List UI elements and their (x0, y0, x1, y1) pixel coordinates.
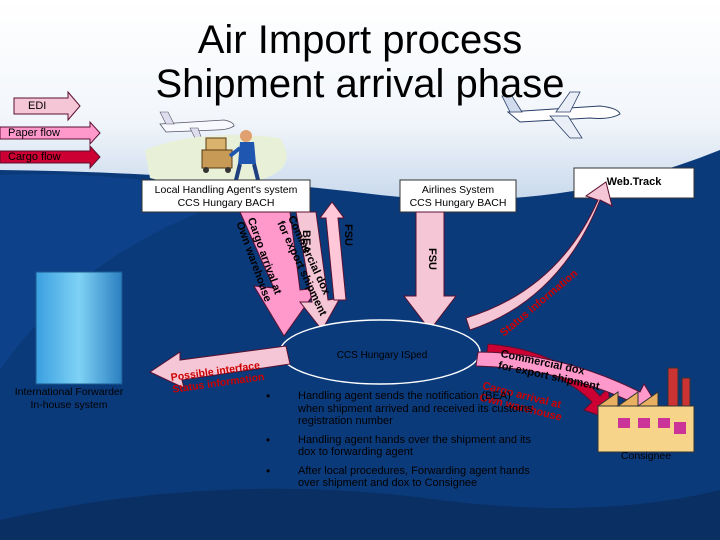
airlines-system: Airlines System CCS Hungary BACH (400, 184, 516, 210)
process-bullet-list: • Handling agent sends the notification … (266, 390, 536, 496)
factory-icon (596, 367, 695, 453)
legend-arrow-edi (13, 90, 81, 122)
consignee-label: Consignee (620, 450, 672, 462)
forwarder-system: International Forwarder In-house system (6, 386, 132, 412)
forwarder-line-2: In-house system (30, 399, 108, 411)
webtrack-label: Web.Track (606, 176, 662, 188)
list-item: • After local procedures, Forwarding age… (266, 463, 536, 490)
list-item: • Handling agent hands over the shipment… (266, 432, 536, 459)
forwarder-line-1: International Forwarder (14, 386, 124, 398)
page-title: Air Import process Shipment arrival phas… (140, 18, 580, 106)
bullet-icon: • (266, 389, 271, 403)
isped-label: CCS Hungary ISped (336, 350, 428, 361)
legend-paper-label: Paper flow (8, 127, 60, 139)
legend-arrow-cargo (0, 144, 101, 170)
airplane-icon (501, 91, 621, 139)
fsu-right-label: FSU (426, 248, 438, 270)
title-line-2: Shipment arrival phase (155, 62, 565, 106)
list-item: • Handling agent sends the notification … (266, 390, 536, 428)
local-system-line-1: Local Handling Agent's system (154, 184, 298, 196)
airlines-system-line-2: CCS Hungary BACH (409, 197, 507, 209)
legend-edi-label: EDI (28, 100, 47, 112)
local-handling-system: Local Handling Agent's system CCS Hungar… (142, 184, 310, 210)
bullet-icon: • (266, 463, 271, 478)
legend-arrow-paper (0, 120, 101, 146)
cargo-worker-icon (201, 130, 260, 181)
fsu-left-label: FSU (342, 224, 354, 246)
title-line-1: Air Import process (197, 18, 523, 62)
airlines-system-line-1: Airlines System (421, 184, 495, 196)
local-system-line-2: CCS Hungary BACH (177, 197, 275, 209)
forwarder-building-icon (35, 271, 123, 385)
bullet-text: After local procedures, Forwarding agent… (298, 464, 530, 490)
bullet-text: Handling agent sends the notification (B… (298, 390, 533, 427)
bullet-icon: • (266, 432, 271, 447)
legend-cargo-label: Cargo flow (8, 151, 61, 163)
bullet-text: Handling agent hands over the shipment a… (298, 433, 531, 459)
